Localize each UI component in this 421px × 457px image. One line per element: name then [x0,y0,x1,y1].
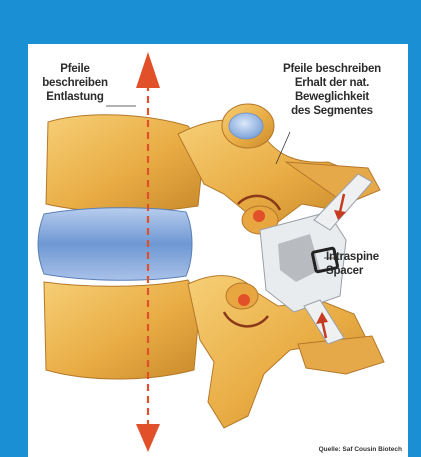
illustration-panel: Pfeile beschreiben Entlastung Pfeile bes… [28,44,408,457]
intervertebral-disc [38,208,192,281]
facet-dot-lower [238,294,250,306]
label-unloading: Pfeile beschreiben Entlastung [32,62,118,104]
facet-dot-upper [253,210,265,222]
upper-vertebral-body [46,115,204,212]
distraction-arrowhead-top [136,52,160,88]
source-credit: Quelle: Saf Cousin Biotech [319,446,402,453]
spinal-canal [229,113,263,139]
lower-vertebral-body [44,280,200,379]
label-mobility: Pfeile beschreiben Erhalt der nat. Beweg… [262,62,402,118]
label-intraspinal-spacer: Intraspine Spacer [326,250,386,278]
distraction-arrowhead-bottom [136,424,160,452]
